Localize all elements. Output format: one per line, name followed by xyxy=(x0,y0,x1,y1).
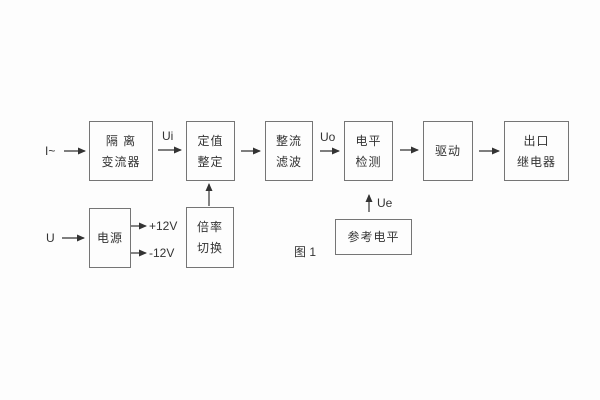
label-signal-ue: Ue xyxy=(377,196,393,210)
block-power-line1: 电源 xyxy=(96,231,123,245)
block-power-supply: 电源 xyxy=(89,208,131,268)
block-reference-line1: 参考电平 xyxy=(347,230,400,244)
block-isolation-line2: 变流器 xyxy=(101,154,141,169)
label-input-current: I~ xyxy=(45,144,56,158)
block-setting-line1: 定值 xyxy=(197,133,224,148)
figure-caption: 图 1 xyxy=(294,245,317,259)
block-setting-line2: 整定 xyxy=(197,154,224,169)
block-reference-level: 参考电平 xyxy=(335,219,412,255)
block-detector-line2: 检测 xyxy=(355,154,382,169)
block-rectifier-line1: 整流 xyxy=(275,133,302,148)
block-level-detector: 电平 检测 xyxy=(344,121,393,181)
block-isolation-transformer: 隔 离 变流器 xyxy=(89,121,153,181)
block-output-relay: 出口 继电器 xyxy=(504,121,569,181)
block-driver-line1: 驱动 xyxy=(434,144,461,158)
block-relay-line1: 出口 xyxy=(523,133,550,148)
block-rectify-filter: 整流 滤波 xyxy=(265,121,313,181)
label-minus-12v: -12V xyxy=(149,246,175,260)
block-relay-line2: 继电器 xyxy=(516,154,556,169)
block-ratio-line2: 切换 xyxy=(196,241,223,255)
block-driver: 驱动 xyxy=(423,121,473,181)
block-isolation-line1: 隔 离 xyxy=(105,133,137,148)
label-signal-ui: Ui xyxy=(162,129,174,143)
block-ratio-switch: 倍率 切换 xyxy=(186,207,234,268)
block-ratio-line1: 倍率 xyxy=(196,220,223,234)
label-input-voltage: U xyxy=(46,231,55,245)
label-signal-uo: Uo xyxy=(320,130,336,144)
label-plus-12v: +12V xyxy=(149,219,178,233)
block-detector-line1: 电平 xyxy=(355,133,382,148)
block-setting-adjustment: 定值 整定 xyxy=(186,121,235,181)
block-rectifier-line2: 滤波 xyxy=(275,154,302,169)
